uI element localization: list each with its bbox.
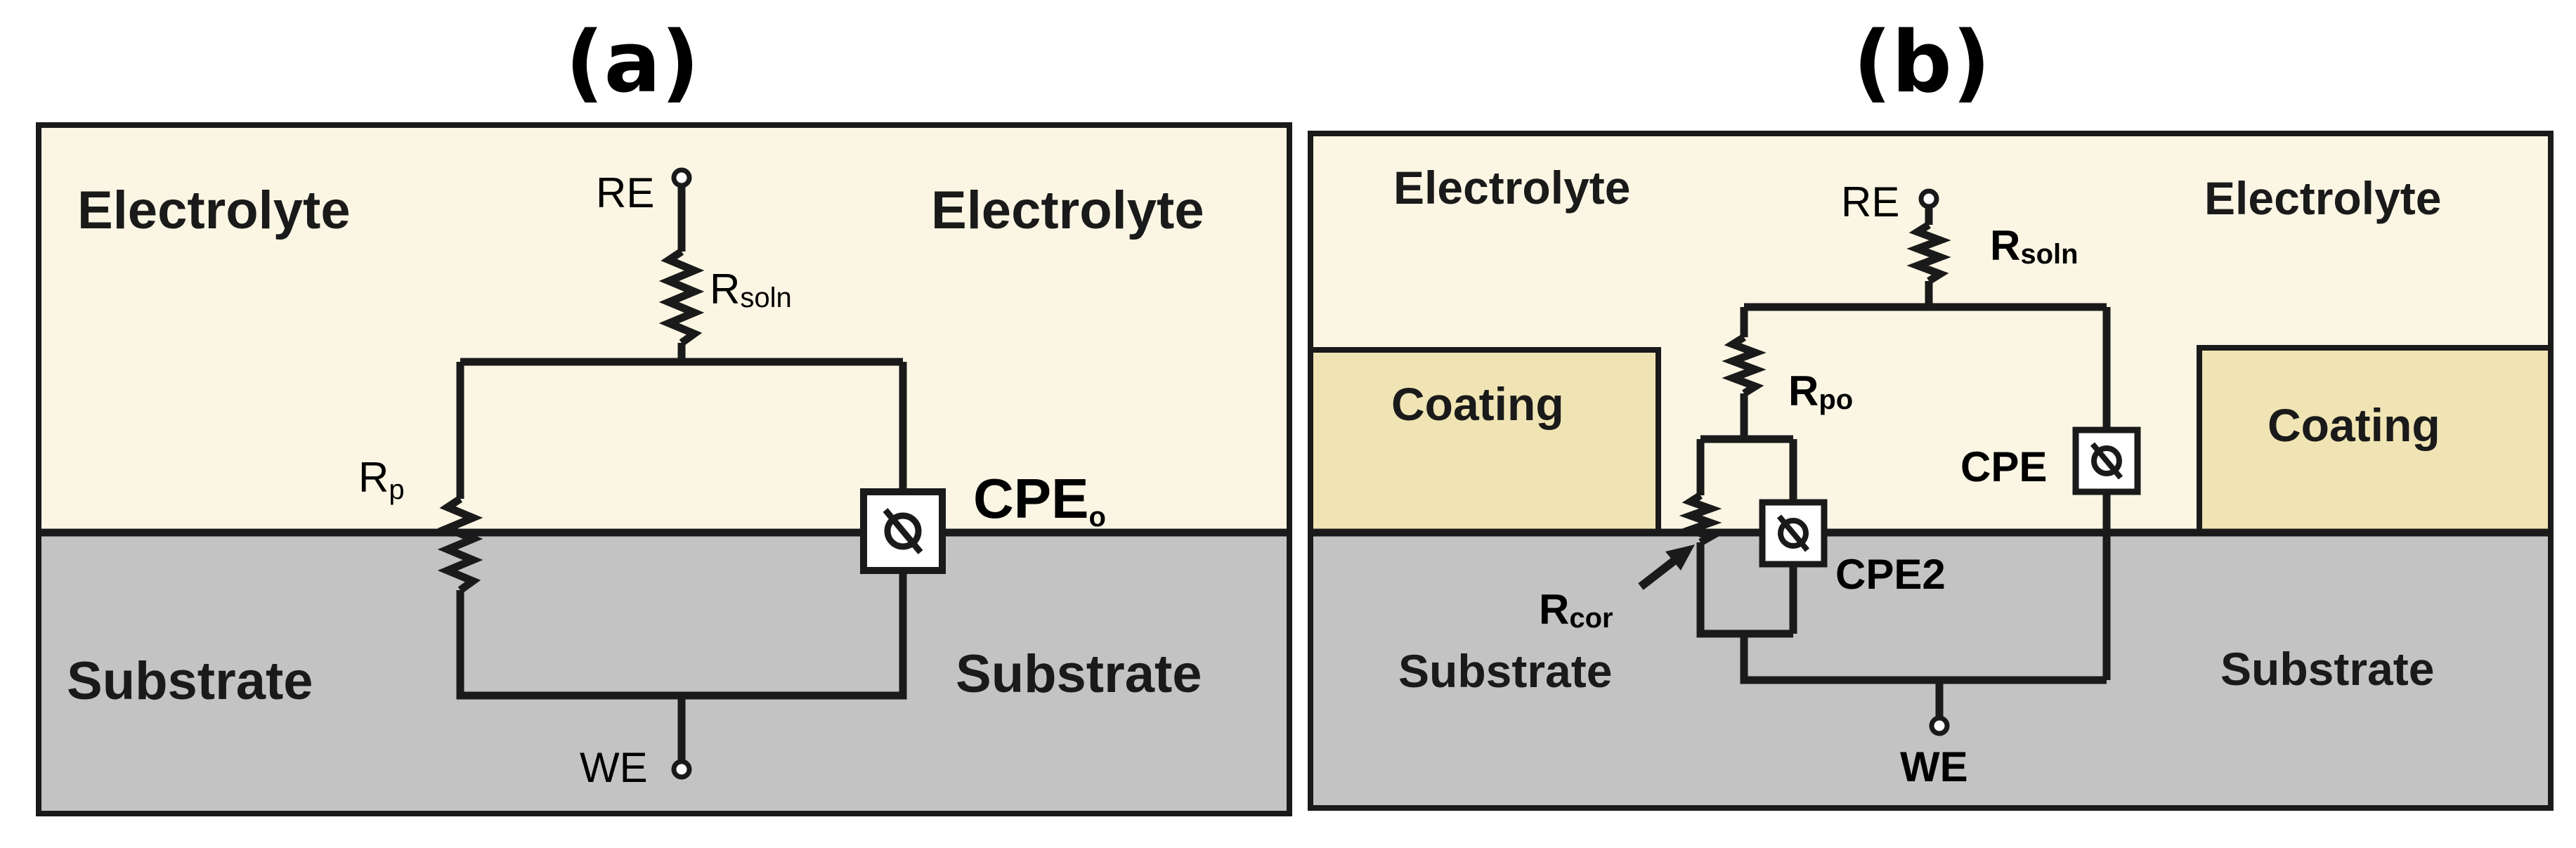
panel-a-cpe-symbol-circle (884, 512, 922, 550)
panel-a-re-terminal (671, 167, 692, 188)
panel-b-border (1308, 131, 2554, 811)
panel-b-rcor-resistor (1679, 492, 1722, 546)
panel-b-coating-left-region (1308, 347, 1661, 535)
panel-b-rcor-arrow-head (1665, 544, 1695, 570)
panel-a-rp-label: Rp (358, 454, 405, 505)
panel-b: (b) Electrolyte Electrolyte Coating Coat… (1308, 14, 2554, 811)
panel-b-rpo-resistor (1722, 334, 1767, 397)
panel-b-we-label: WE (1900, 743, 1968, 790)
panel-a-rsoln-resistor (658, 248, 705, 346)
panel-b-substrate-right-label: Substrate (2220, 643, 2434, 695)
panel-b-cpe2-symbol-slash (1776, 514, 1810, 552)
panel-a-electrolyte-right-label: Electrolyte (931, 181, 1204, 240)
panel-a-cpe-label: CPEo (973, 467, 1106, 533)
panel-a-rsoln-label: Rsoln (710, 266, 792, 313)
panel-b-circuit (1638, 188, 2141, 736)
panel-b-we-terminal (1929, 715, 1950, 736)
panel-b-rcor-label: Rcor (1539, 586, 1613, 634)
panel-a-substrate-region (39, 533, 1289, 814)
panel-a-we-terminal (671, 759, 692, 780)
panel-b-rpo-label: Rpo (1788, 367, 1853, 415)
panel-b-electrolyte-left-label: Electrolyte (1393, 162, 1630, 214)
panel-a-we-label: WE (580, 744, 648, 791)
panel-a-substrate-left-label: Substrate (67, 651, 313, 711)
panel-b-substrate-region (1310, 533, 2551, 808)
panel-b-electrolyte-right-label: Electrolyte (2204, 172, 2441, 224)
panel-b-cpe-symbol-slash (2090, 442, 2123, 480)
panel-b-cpe-label: CPE (1960, 443, 2047, 490)
panel-b-bottom-wire (1740, 634, 2107, 684)
panel-a-cpe-symbol-slash (883, 508, 923, 554)
panel-a-rp-resistor (437, 495, 483, 594)
panel-a: (a) Electrolyte Electrolyte Substrate Su… (36, 14, 1292, 816)
panel-a-re-label: RE (596, 169, 654, 216)
panel-b-re-terminal (1918, 188, 1939, 209)
panel-a-circuit (437, 167, 946, 780)
panel-a-title: (a) (566, 14, 700, 112)
panel-b-title: (b) (1853, 14, 1991, 112)
panel-a-electrolyte-region (39, 125, 1289, 533)
panel-b-coating-right-label: Coating (2268, 399, 2440, 451)
panel-b-coating-left-label: Coating (1391, 378, 1564, 430)
panel-b-cpe2-symbol-circle (1778, 518, 1809, 549)
panel-a-cpe-element (860, 488, 946, 574)
panel-b-rsoln-label: Rsoln (1990, 222, 2079, 270)
panel-b-rsoln-resistor (1906, 221, 1951, 285)
panel-a-border (36, 122, 1292, 816)
panel-b-rcor-lower-lead (1696, 542, 1793, 638)
panel-a-electrolyte-left-label: Electrolyte (77, 181, 351, 240)
panel-b-coating-right-region (2197, 345, 2554, 535)
panel-a-substrate-right-label: Substrate (956, 644, 1202, 704)
panel-b-re-label: RE (1841, 178, 1899, 226)
panel-b-cpe-symbol-circle (2091, 445, 2122, 476)
panel-b-cpe2-label: CPE2 (1835, 551, 1946, 598)
panel-b-substrate-left-label: Substrate (1398, 645, 1612, 697)
